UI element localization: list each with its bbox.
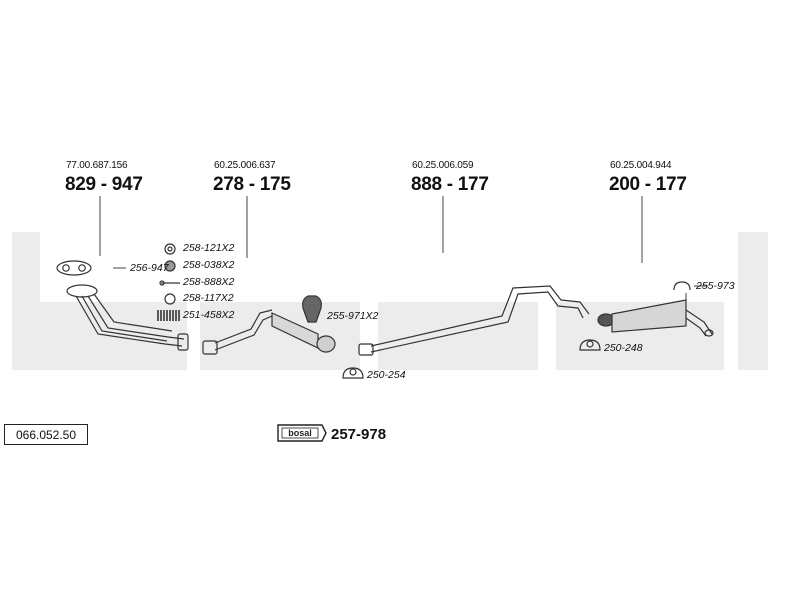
part-number-1: 829 - 947: [65, 174, 143, 195]
front-pipe-part: [56, 260, 189, 351]
bosal-watermark: [12, 232, 768, 370]
fitting-label-256-947: 256-947: [130, 262, 169, 274]
kit-number: 257-978: [331, 426, 387, 443]
center-pipe-part: [358, 285, 590, 356]
fitting-label-258-038: 258-038X2: [183, 259, 235, 271]
fitting-label-251-458: 251-458X2: [183, 309, 235, 321]
front-silencer-part: [202, 295, 336, 355]
fitting-icons: [157, 243, 691, 379]
oe-number-1: 77.00.687.156: [66, 160, 128, 171]
oe-number-3: 60.25.006.059: [412, 160, 474, 171]
fitting-label-250-248: 250-248: [604, 342, 643, 354]
kit-logo-text: bosal: [288, 428, 312, 438]
kit-logo-box: bosal: [277, 424, 327, 442]
fitting-label-258-121: 258-121X2: [183, 242, 235, 254]
fitting-label-250-254: 250-254: [367, 369, 406, 381]
fitting-label-255-973: 255-973: [696, 280, 735, 292]
fitting-label-255-971: 255-971X2: [327, 310, 379, 322]
leader-lines: [99, 196, 708, 300]
oe-number-4: 60.25.004.944: [610, 160, 672, 171]
fitting-label-258-117: 258-117X2: [183, 292, 234, 304]
part-number-2: 278 - 175: [213, 174, 291, 195]
part-number-3: 888 - 177: [411, 174, 489, 195]
rear-silencer-part: [597, 299, 714, 337]
catalog-code: 066.052.50: [15, 427, 77, 442]
catalog-code-box: 066.052.50: [4, 424, 88, 445]
oe-number-2: 60.25.006.637: [214, 160, 276, 171]
part-number-4: 200 - 177: [609, 174, 687, 195]
fitting-label-258-888: 258-888X2: [183, 276, 235, 288]
